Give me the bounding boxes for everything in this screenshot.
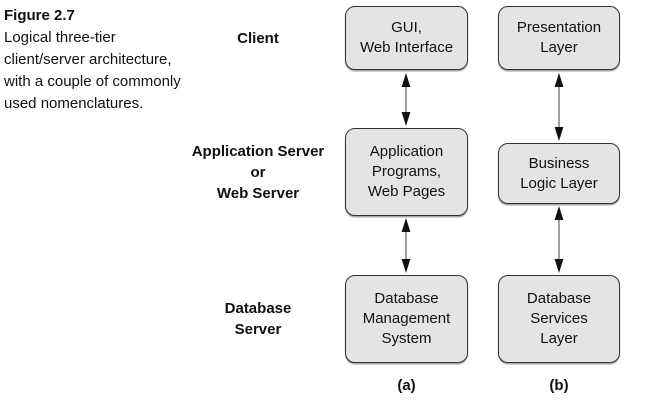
box-business-logic-layer: Business Logic Layer (498, 143, 620, 204)
figure-caption: Figure 2.7 Logical three-tier client/ser… (4, 5, 229, 115)
column-a-caption: (a) (397, 376, 416, 394)
tier-label-client: Client (237, 29, 279, 47)
box-gui-web-interface: GUI, Web Interface (345, 6, 468, 70)
tier-label-application-server: Application Server or Web Server (191, 142, 325, 202)
double-arrow-icon (553, 73, 565, 141)
box-presentation-layer: Presentation Layer (498, 6, 620, 70)
box-application-programs: Application Programs, Web Pages (345, 128, 468, 216)
tier-label-database-server: Database Server (224, 300, 292, 338)
figure-caption-title: Figure 2.7 (4, 7, 75, 24)
figure-caption-text: Logical three-tier client/server archite… (4, 29, 181, 112)
double-arrow-icon (400, 218, 412, 273)
double-arrow-icon (553, 206, 565, 273)
box-database-services-layer: Database Services Layer (498, 275, 620, 363)
column-b-caption: (b) (549, 376, 569, 394)
box-database-management-system: Database Management System (345, 275, 468, 363)
double-arrow-icon (400, 73, 412, 126)
